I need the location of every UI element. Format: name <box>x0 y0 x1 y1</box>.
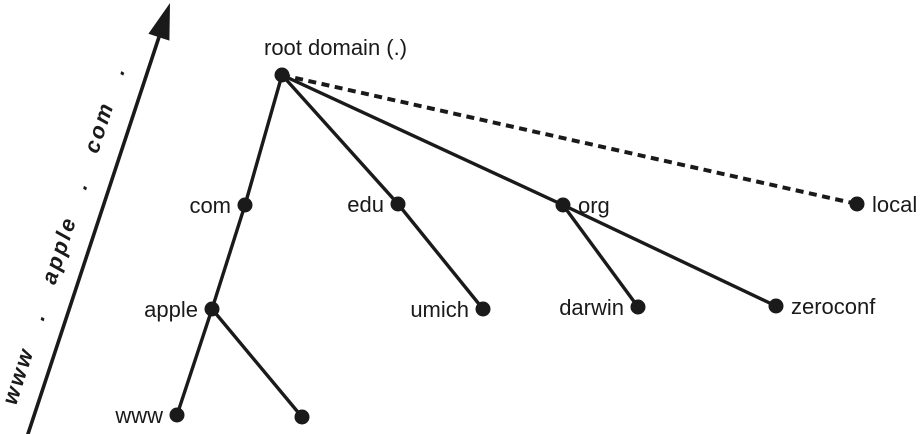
tree-nodes <box>169 67 865 425</box>
node-dot-org <box>555 197 571 213</box>
edge-org-zeroconf <box>562 203 777 308</box>
node-dot-unnamed-leaf <box>294 409 310 425</box>
edge-apple-www <box>175 308 214 416</box>
node-label-umich: umich <box>410 297 469 322</box>
node-label-local: local <box>872 192 917 217</box>
node-dot-apple <box>204 301 220 317</box>
node-label-com: com <box>189 193 231 218</box>
node-dot-root <box>274 67 290 83</box>
node-dot-zeroconf <box>768 298 784 314</box>
node-label-zeroconf: zeroconf <box>791 294 876 319</box>
edge-apple-unnamed-leaf <box>210 307 304 419</box>
node-label-apple: apple <box>144 297 198 322</box>
node-label-www: www <box>114 403 163 428</box>
node-dot-darwin <box>630 299 646 315</box>
edge-root-local <box>281 73 858 206</box>
query-arrow: www . apple . com . <box>0 3 170 434</box>
node-labels: root domain (.) com edu org local apple umich d… <box>114 35 917 428</box>
node-label-root: root domain (.) <box>264 35 407 60</box>
edge-root-edu <box>280 73 400 206</box>
node-dot-www <box>169 407 185 423</box>
node-dot-local <box>849 196 865 212</box>
edge-edu-umich <box>396 202 485 311</box>
arrow-path-label: www . apple . com . <box>0 62 131 408</box>
arrow-shaft <box>26 36 161 434</box>
edge-root-org <box>281 73 564 207</box>
node-label-darwin: darwin <box>559 295 624 320</box>
edge-root-com <box>243 74 284 206</box>
node-label-edu: edu <box>347 192 384 217</box>
node-dot-com <box>237 197 253 213</box>
edge-com-apple <box>210 204 247 310</box>
edge-org-darwin <box>561 203 640 309</box>
node-label-org: org <box>578 193 610 218</box>
node-dot-umich <box>475 301 491 317</box>
tree-edges <box>175 73 858 419</box>
arrow-head-icon <box>148 3 170 41</box>
node-dot-edu <box>390 196 406 212</box>
